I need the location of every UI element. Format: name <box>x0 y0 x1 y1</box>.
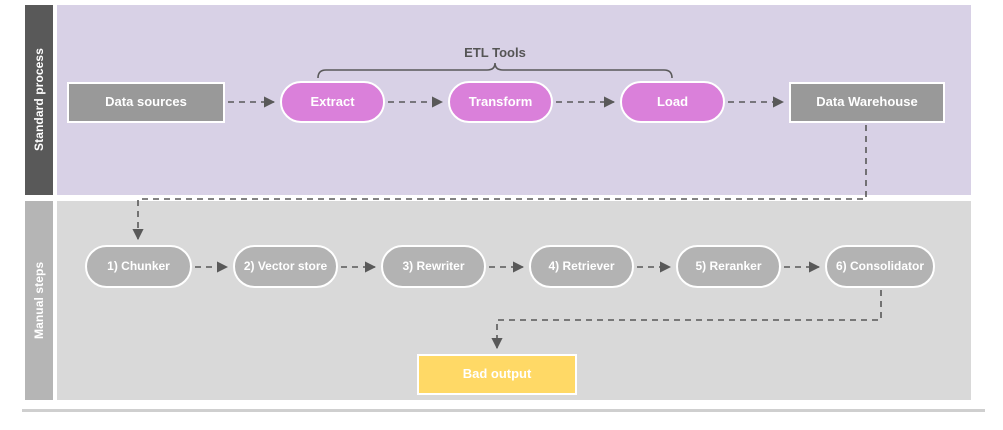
node-data-sources[interactable]: Data sources <box>67 82 225 123</box>
node-transform[interactable]: Transform <box>448 81 553 123</box>
node-retriever[interactable]: 4) Retriever <box>529 245 634 288</box>
node-bad-output[interactable]: Bad output <box>417 354 577 395</box>
node-rewriter[interactable]: 3) Rewriter <box>381 245 486 288</box>
etl-tools-label: ETL Tools <box>464 45 526 60</box>
lane-manual-steps-label: Manual steps <box>25 201 53 400</box>
node-reranker[interactable]: 5) Reranker <box>676 245 781 288</box>
lane-standard-process-label: Standard process <box>25 5 53 195</box>
node-vector-store[interactable]: 2) Vector store <box>233 245 338 288</box>
node-consolidator[interactable]: 6) Consolidator <box>825 245 935 288</box>
node-data-warehouse[interactable]: Data Warehouse <box>789 82 945 123</box>
node-extract[interactable]: Extract <box>280 81 385 123</box>
bottom-divider <box>22 409 985 412</box>
node-chunker[interactable]: 1) Chunker <box>85 245 192 288</box>
node-load[interactable]: Load <box>620 81 725 123</box>
